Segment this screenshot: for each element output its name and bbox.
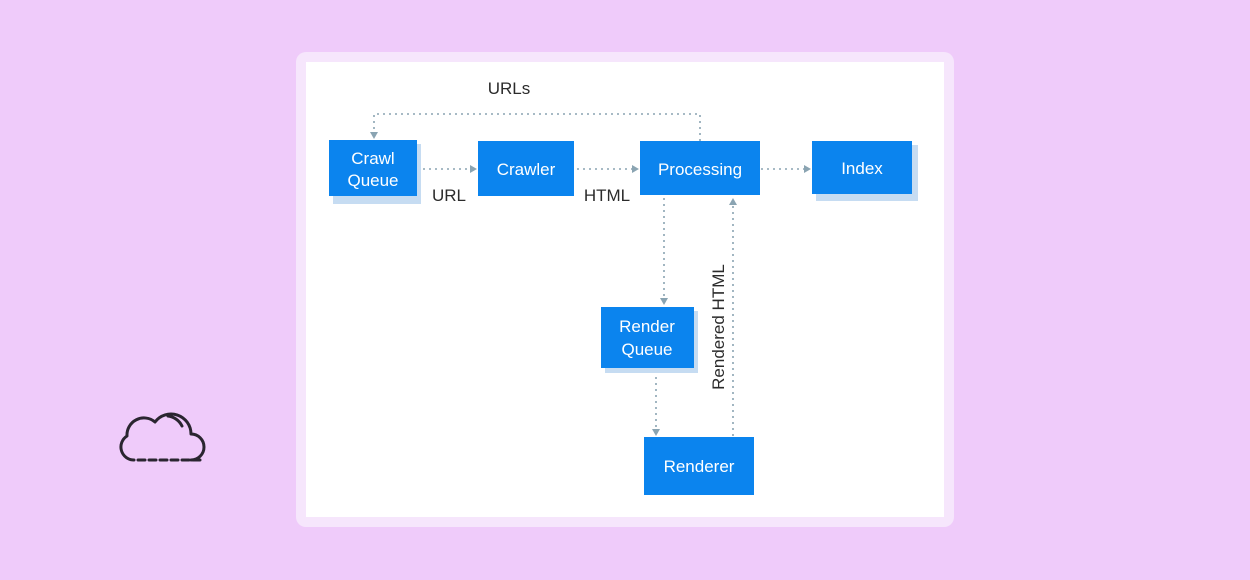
edge-urls-feedback	[373, 113, 701, 141]
cloud-icon	[119, 412, 206, 462]
node-label-line2: Queue	[621, 340, 672, 359]
node-box	[640, 141, 760, 195]
node-index: Index	[812, 141, 918, 201]
edge-label-urls: URLs	[488, 79, 531, 98]
node-processing: Processing	[640, 141, 760, 195]
node-label-line1: Crawl	[351, 149, 394, 168]
node-label-line1: Render	[619, 317, 675, 336]
node-label: Renderer	[664, 457, 735, 476]
node-crawler: Crawler	[478, 141, 574, 196]
edge-label-html: HTML	[584, 186, 630, 205]
crawl-pipeline-diagram: Crawl Queue Crawler Processing Index Ren…	[306, 62, 944, 517]
nc-cloud-logo	[112, 406, 206, 468]
arrow-head	[370, 132, 378, 139]
node-label: Crawler	[497, 160, 556, 179]
node-box	[812, 141, 912, 194]
node-label-line2: Queue	[347, 171, 398, 190]
node-box	[478, 141, 574, 196]
arrow-head	[729, 198, 737, 205]
edge-label-rendered-html: Rendered HTML	[709, 264, 728, 390]
arrow-head	[632, 165, 639, 173]
arrow-head	[652, 429, 660, 436]
node-label: Processing	[658, 160, 742, 179]
node-box	[644, 437, 754, 495]
arrow-head	[470, 165, 477, 173]
arrow-head	[804, 165, 811, 173]
node-box	[601, 307, 694, 368]
edge-label-url: URL	[432, 186, 466, 205]
node-box	[329, 140, 417, 196]
node-renderer: Renderer	[644, 437, 754, 495]
node-label: Index	[841, 159, 883, 178]
edges	[370, 113, 811, 436]
node-crawl-queue: Crawl Queue	[329, 140, 421, 204]
node-render-queue: Render Queue	[601, 307, 698, 373]
arrow-head	[660, 298, 668, 305]
